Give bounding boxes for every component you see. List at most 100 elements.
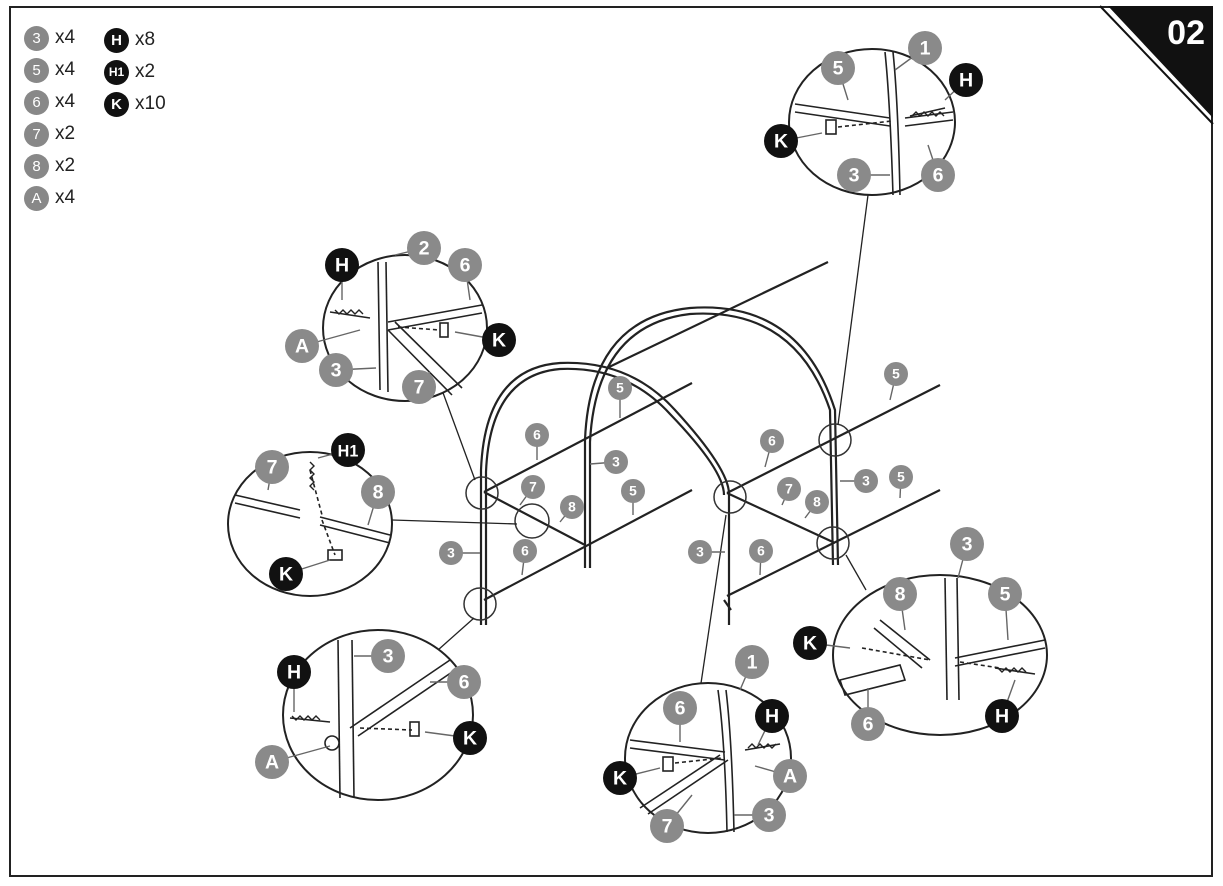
label-text: 6 xyxy=(757,544,765,559)
part-row: H1 x2 xyxy=(104,58,155,86)
label-badge xyxy=(883,577,917,611)
part-qty: x2 xyxy=(135,61,156,82)
label-text: 3 xyxy=(447,546,455,561)
label-text: A xyxy=(265,751,279,773)
label-badge xyxy=(921,158,955,192)
label-badge xyxy=(402,370,436,404)
label-badge xyxy=(608,376,632,400)
label-badge xyxy=(760,429,784,453)
step-number: 02 xyxy=(1167,14,1205,52)
part-badge: 7 xyxy=(24,121,49,147)
label-text: 3 xyxy=(962,533,973,555)
label-text: 2 xyxy=(419,237,430,259)
label-text: 7 xyxy=(785,482,793,497)
label-text: 3 xyxy=(331,359,342,381)
label-badge xyxy=(448,248,482,282)
detail-top-right xyxy=(788,48,956,196)
label-text: 3 xyxy=(383,645,394,667)
label-text: 7 xyxy=(662,815,673,837)
part-qty: x4 xyxy=(55,187,76,208)
label-badge xyxy=(889,465,913,489)
part-badge: H1 xyxy=(104,59,129,85)
label-badge xyxy=(752,798,786,832)
label-text: 6 xyxy=(863,713,874,735)
label-badge xyxy=(793,626,827,660)
label-badge xyxy=(285,329,319,363)
label-badge xyxy=(988,577,1022,611)
label-badge xyxy=(255,450,289,484)
label-text: 8 xyxy=(813,495,821,510)
part-row: 3 x4 xyxy=(24,24,75,52)
label-badge xyxy=(821,51,855,85)
label-badge xyxy=(884,362,908,386)
label-badge xyxy=(735,645,769,679)
label-badge xyxy=(521,475,545,499)
label-badge xyxy=(749,539,773,563)
part-qty: x4 xyxy=(55,91,76,112)
label-badge xyxy=(621,479,645,503)
part-qty: x2 xyxy=(55,123,76,144)
label-text: 5 xyxy=(892,367,900,382)
detail-bottom-left xyxy=(282,629,474,801)
part-qty: x8 xyxy=(135,29,156,50)
part-badge: H xyxy=(104,27,129,53)
label-badge xyxy=(764,124,798,158)
label-text: 6 xyxy=(768,434,776,449)
label-badge xyxy=(688,540,712,564)
part-qty: x4 xyxy=(55,27,76,48)
label-badge xyxy=(755,699,789,733)
label-text: 3 xyxy=(612,455,620,470)
label-text: 7 xyxy=(414,376,425,398)
label-text: 7 xyxy=(267,456,278,478)
label-text: H1 xyxy=(338,442,359,460)
label-badge xyxy=(453,721,487,755)
label-text: 5 xyxy=(833,57,844,79)
label-text: 6 xyxy=(533,428,541,443)
label-text: A xyxy=(295,335,309,357)
detail-mid-left xyxy=(227,451,393,597)
label-badge xyxy=(325,248,359,282)
part-row: 6 x4 xyxy=(24,88,75,116)
label-badge xyxy=(949,63,983,97)
label-text: 8 xyxy=(568,500,576,515)
label-badge xyxy=(663,691,697,725)
part-badge: K xyxy=(104,91,129,117)
label-text: 7 xyxy=(529,480,537,495)
label-badge xyxy=(407,231,441,265)
part-badge: A xyxy=(24,185,49,211)
bolt-drawings xyxy=(291,111,1027,749)
label-badge xyxy=(854,469,878,493)
label-badge xyxy=(851,707,885,741)
label-badge xyxy=(985,699,1019,733)
label-text: 6 xyxy=(933,164,944,186)
label-badge xyxy=(513,539,537,563)
greenhouse-frame xyxy=(479,261,941,625)
label-text: 6 xyxy=(675,697,686,719)
label-text: 1 xyxy=(747,651,758,673)
part-badge: 6 xyxy=(24,89,49,115)
label-badge xyxy=(650,809,684,843)
joint-markers xyxy=(463,423,852,621)
label-text: H xyxy=(287,661,301,683)
label-badge xyxy=(277,655,311,689)
label-badge xyxy=(603,761,637,795)
label-text: 6 xyxy=(459,671,470,693)
label-badge xyxy=(908,31,942,65)
label-badge xyxy=(560,495,584,519)
label-text: 5 xyxy=(616,381,624,396)
detail-right xyxy=(832,574,1048,736)
part-badge: 3 xyxy=(24,25,49,51)
label-badge xyxy=(447,665,481,699)
part-badge: 8 xyxy=(24,153,49,179)
label-badge xyxy=(805,490,829,514)
label-text: 8 xyxy=(373,481,384,503)
label-text: K xyxy=(463,727,477,749)
label-badge xyxy=(269,557,303,591)
label-badge xyxy=(777,477,801,501)
